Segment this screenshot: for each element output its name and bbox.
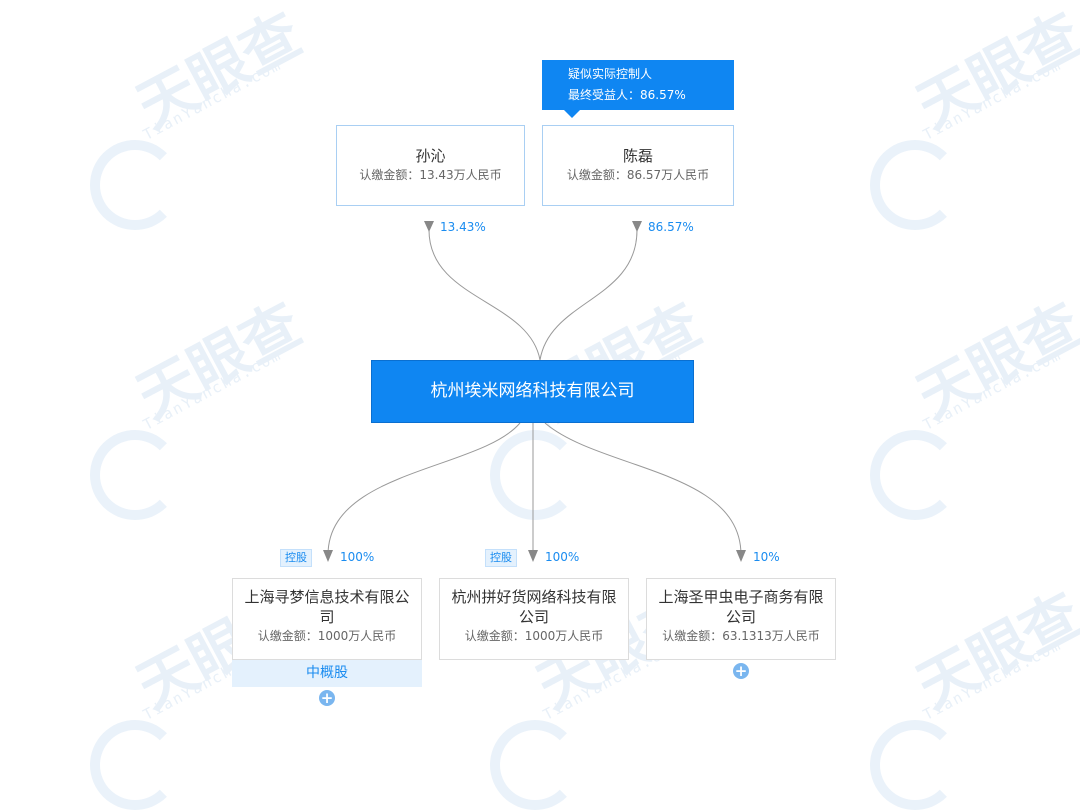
subsidiary-node[interactable]: 上海圣甲虫电子商务有限公司 认缴金额：63.1313万人民币 [646, 578, 836, 660]
percent-label: 86.57% [648, 220, 694, 234]
equity-links [323, 221, 746, 562]
subsidiary-amount: 认缴金额：1000万人民币 [257, 629, 397, 643]
tooltip-beneficiary: 最终受益人：86.57% [568, 88, 686, 102]
shareholder-amount: 认缴金额：13.43万人民币 [359, 168, 502, 182]
link-chenlei [539, 229, 638, 361]
shareholder-node-sunqin[interactable]: 孙沁 认缴金额：13.43万人民币 [336, 125, 525, 206]
link-sub-3 [544, 422, 742, 556]
expand-plus-icon[interactable]: + [319, 689, 335, 707]
arrow-icon [736, 550, 746, 562]
percent-label: 10% [753, 550, 780, 564]
subsidiary-node[interactable]: 上海寻梦信息技术有限公司 认缴金额：1000万人民币 [232, 578, 422, 660]
link-sunqin [428, 229, 541, 361]
listed-tag[interactable]: 中概股 [232, 660, 422, 687]
expand-plus-icon[interactable]: + [733, 662, 749, 680]
tooltip-title: 疑似实际控制人 [568, 67, 653, 81]
arrow-icon [323, 550, 333, 562]
controller-tooltip: 疑似实际控制人 最终受益人：86.57% [542, 60, 734, 118]
arrow-icon [632, 221, 642, 232]
subsidiary-node[interactable]: 杭州拼好货网络科技有限公司 认缴金额：1000万人民币 [439, 578, 629, 660]
shareholder-name: 陈磊 [622, 147, 653, 165]
subsidiary-name: 上海圣甲虫电子商务有限公司 [658, 588, 824, 626]
shareholder-node-chenlei[interactable]: 陈磊 认缴金额：86.57万人民币 [542, 125, 734, 206]
arrow-icon [528, 550, 538, 562]
company-node[interactable]: 杭州埃米网络科技有限公司 [371, 360, 694, 423]
subsidiary-name: 上海寻梦信息技术有限公司 [244, 588, 410, 626]
percent-label: 100% [340, 550, 375, 564]
subsidiary-amount: 认缴金额：63.1313万人民币 [662, 629, 820, 643]
percent-label: 13.43% [440, 220, 486, 234]
arrow-icon [424, 221, 434, 232]
percent-label: 100% [545, 550, 580, 564]
subsidiary-amount: 认缴金额：1000万人民币 [464, 629, 604, 643]
holding-tag: 控股 [280, 549, 312, 567]
holding-tag: 控股 [485, 549, 517, 567]
shareholder-name: 孙沁 [415, 147, 446, 165]
subsidiary-name: 杭州拼好货网络科技有限公司 [451, 588, 617, 626]
link-sub-1 [327, 422, 521, 556]
shareholder-amount: 认缴金额：86.57万人民币 [566, 168, 710, 182]
